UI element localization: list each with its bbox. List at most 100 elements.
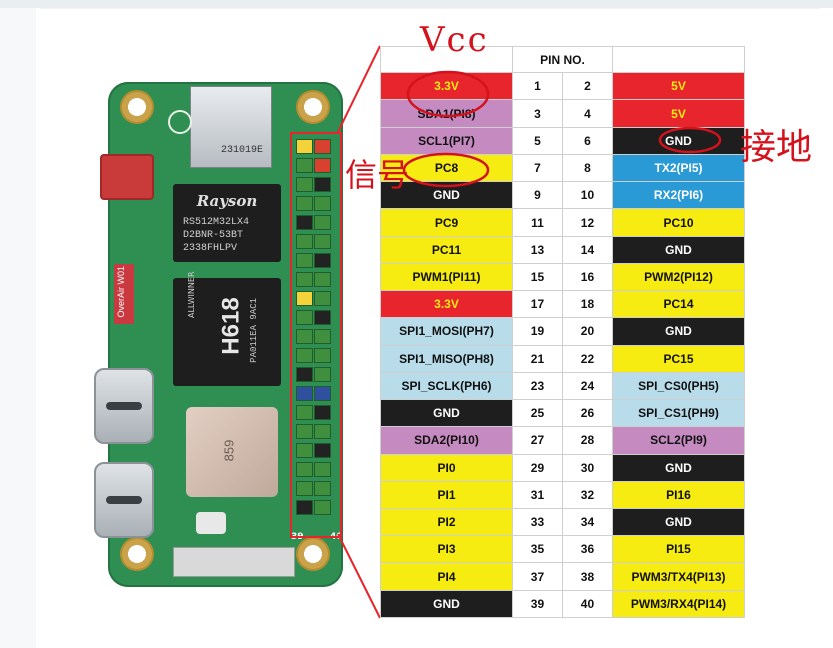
pin-function-left: PI4 [380, 562, 513, 591]
pin-number-even: 10 [561, 181, 613, 210]
red-connector [100, 154, 154, 200]
push-button [196, 512, 226, 534]
pin [314, 196, 331, 211]
pin [314, 215, 331, 230]
mount-hole-icon [296, 537, 330, 571]
pin-number-odd: 7 [511, 153, 563, 183]
top-band [0, 0, 833, 8]
pin [296, 424, 313, 439]
pin [314, 348, 331, 363]
pin-function-right: GND [611, 126, 746, 155]
pin-number-even: 2 [561, 72, 613, 101]
soc-line: PA011EA [249, 325, 259, 363]
pin-function-right: GND [611, 235, 746, 264]
pin-function-left: PI2 [380, 507, 513, 537]
pin-function-left: 3.3V [380, 72, 513, 101]
module-label: 859 [221, 439, 237, 462]
pin-function-left: SPI1_MISO(PH8) [380, 344, 513, 373]
ram-chip: Rayson RS512M32LX4 D2BNR-53BT 2338FHLPV [173, 184, 281, 262]
overair-label: OverAir [116, 287, 126, 318]
pin-number-even: 4 [561, 99, 613, 128]
left-gutter [0, 8, 36, 648]
pin-number-odd: 23 [511, 371, 563, 401]
pin-number-even: 18 [561, 290, 613, 319]
pin [314, 462, 331, 477]
pin-number-even: 8 [561, 153, 613, 183]
pin-number-odd: 27 [511, 426, 563, 455]
pin-function-right: 5V [611, 72, 746, 101]
pin [296, 462, 313, 477]
pin-function-right: RX2(PI6) [611, 181, 746, 210]
pin-function-left: SDA1(PI8) [380, 99, 513, 128]
pin [314, 329, 331, 344]
top-divider [40, 8, 820, 9]
pin-number-even: 28 [561, 426, 613, 455]
pin [296, 386, 313, 401]
pin-function-right: PC14 [611, 290, 746, 319]
pin-gnd [314, 443, 331, 458]
pin-function-left: PI3 [380, 535, 513, 564]
annotation-ground: 接地 [740, 127, 813, 168]
pin-number-odd: 25 [511, 399, 563, 428]
soc-brand: ALLWINNER [187, 271, 196, 318]
pin-function-left: PI0 [380, 453, 513, 482]
pin [314, 234, 331, 249]
pin-number-odd: 31 [511, 480, 563, 509]
pin [314, 367, 331, 382]
pin [296, 196, 313, 211]
annotation-signal: 信号 [345, 156, 410, 194]
pin-number-odd: 1 [511, 72, 563, 101]
pin-number-odd: 33 [511, 507, 563, 537]
pin-number-even: 20 [561, 317, 613, 346]
pin-function-left: PC11 [380, 235, 513, 264]
pin-number-odd: 39 [511, 589, 563, 619]
pin-number-odd: 17 [511, 290, 563, 319]
sd-slot-label: 231019E [221, 145, 264, 156]
pin-number-even: 14 [561, 235, 613, 264]
pin-function-right: PWM3/RX4(PI14) [611, 589, 746, 619]
pin-function-right: 5V [611, 99, 746, 128]
pin [296, 158, 313, 173]
pin [296, 310, 313, 325]
mount-hole-icon [296, 90, 330, 124]
pin-function-left: PWM1(PI11) [380, 262, 513, 292]
pin-number-odd: 37 [511, 562, 563, 591]
pin-function-left: GND [380, 181, 513, 210]
header-blank-right [611, 45, 746, 74]
pin-function-right: SPI_CS1(PH9) [611, 399, 746, 428]
pin-function-left: GND [380, 589, 513, 619]
header-highlight-box [290, 132, 342, 538]
pin-number-odd: 29 [511, 453, 563, 482]
mount-hole-icon [120, 90, 154, 124]
soc-chip: ALLWINNER H618 PA011EA 9AC1 [173, 271, 281, 386]
pin-function-right: GND [611, 317, 746, 346]
pin-gnd [296, 500, 313, 515]
pin-number-even: 36 [561, 535, 613, 564]
pin-number-even: 34 [561, 507, 613, 537]
pin [314, 500, 331, 515]
pin [296, 443, 313, 458]
pin-number-even: 12 [561, 208, 613, 237]
pin-function-right: PC10 [611, 208, 746, 237]
pin-number-even: 16 [561, 262, 613, 292]
pin-5v [314, 158, 331, 173]
usb-c-port-lower [94, 462, 154, 538]
pin-function-left: SCL1(PI7) [380, 126, 513, 155]
pin-number-even: 26 [561, 399, 613, 428]
pin-number-odd: 11 [511, 208, 563, 237]
wifi-logo-icon [168, 110, 192, 134]
pin-number-even: 22 [561, 344, 613, 373]
pin-function-right: PC15 [611, 344, 746, 373]
